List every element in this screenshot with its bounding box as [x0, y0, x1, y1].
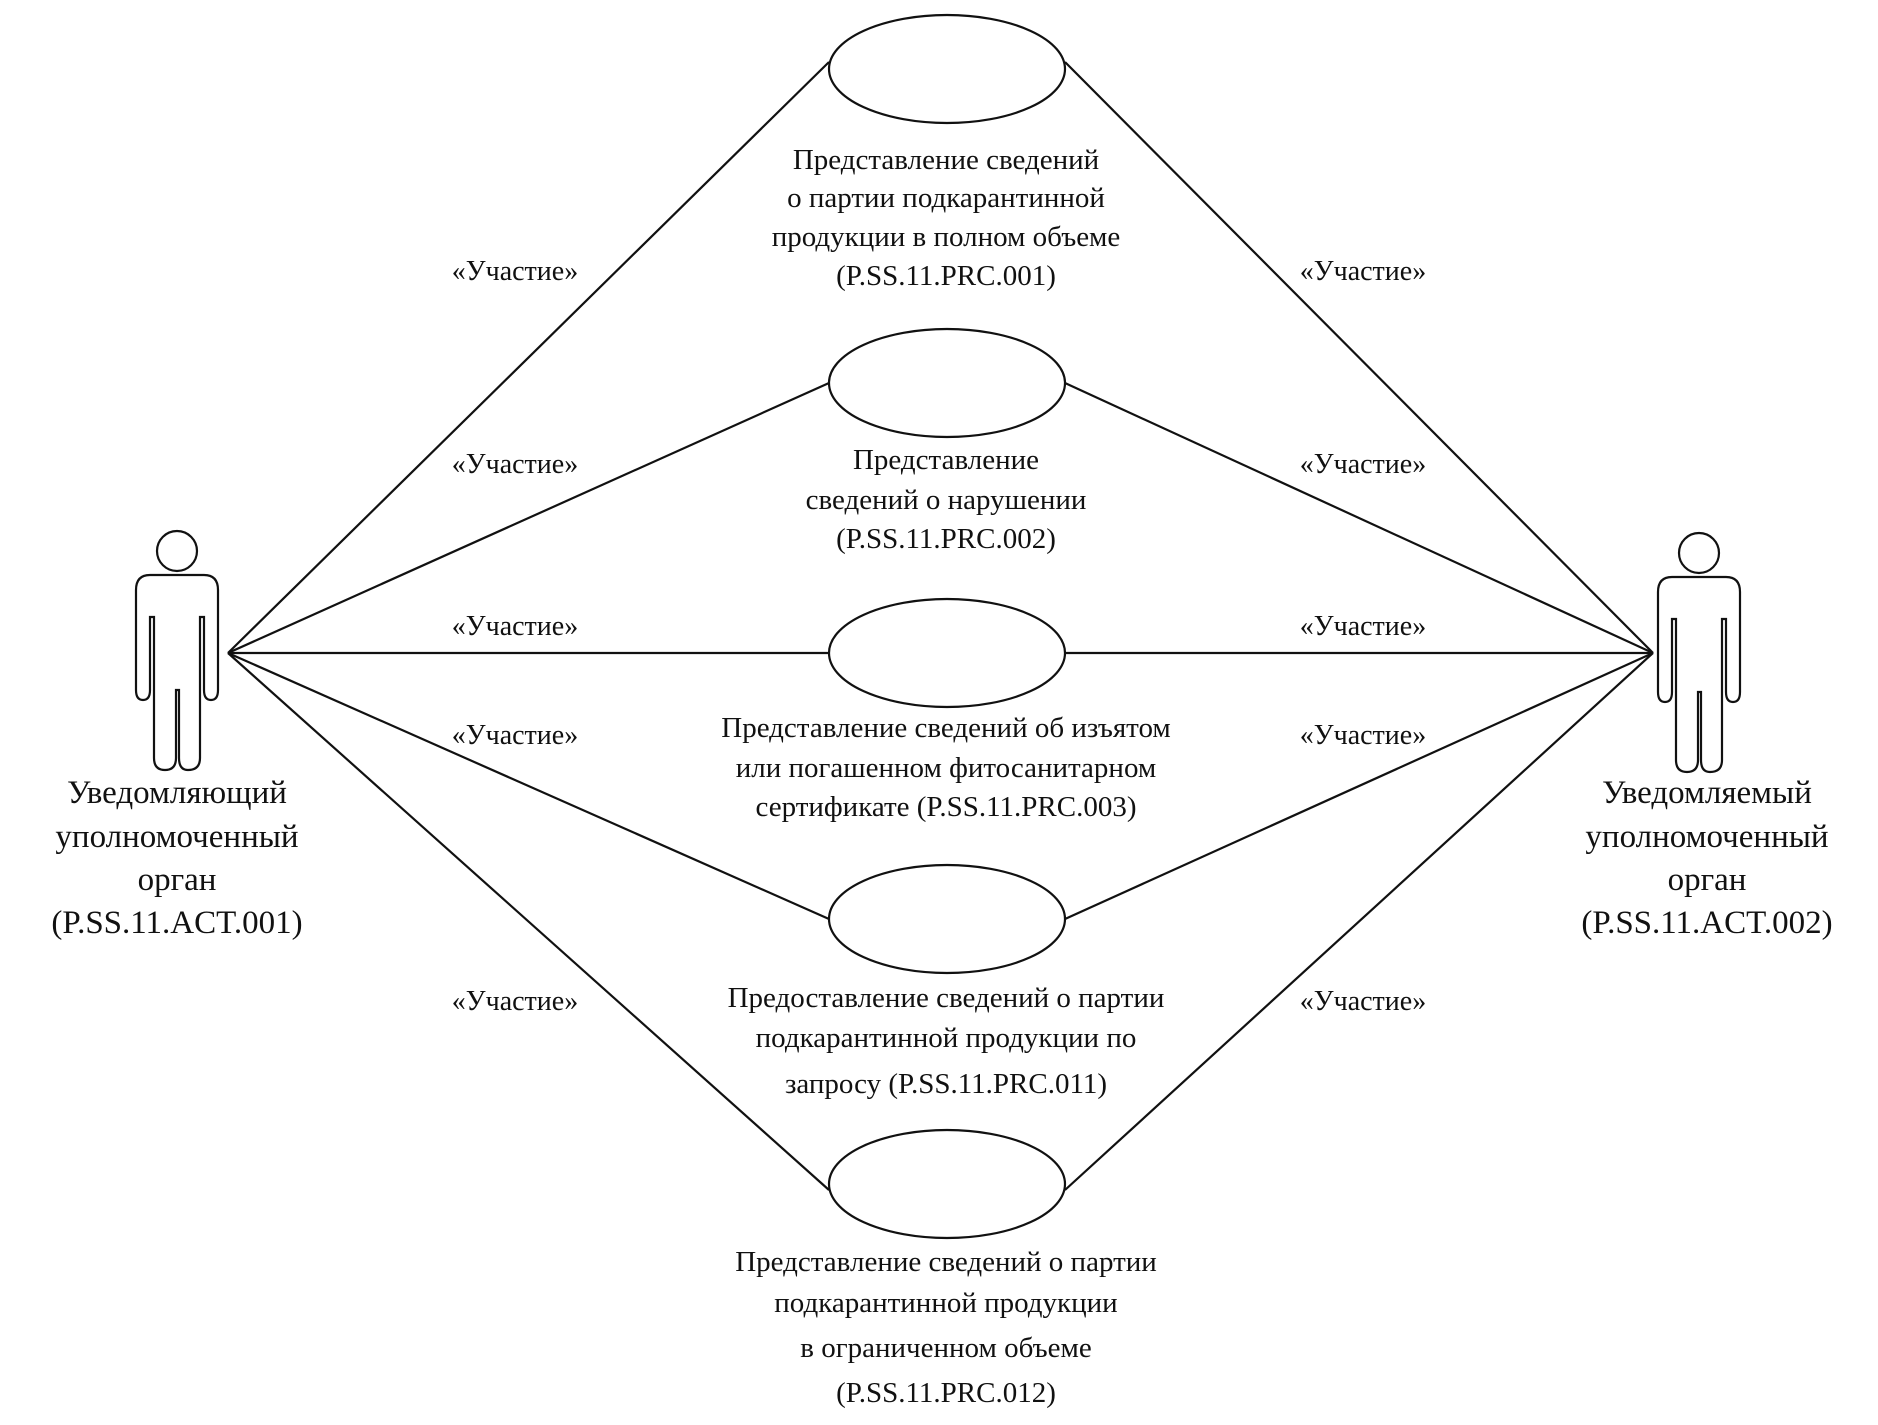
use-case-4-line: запросу (P.SS.11.PRC.011) [785, 1068, 1107, 1100]
use-case-3-line: Представление сведений об изъятом [721, 712, 1171, 744]
use-case-labels: Представление сведений о партии подкаран… [721, 144, 1171, 1409]
actor-right-line: Уведомляемый [1602, 775, 1812, 811]
use-case-2-line: сведений о нарушении [806, 484, 1087, 516]
actor-icon-right[interactable] [1656, 531, 1742, 774]
use-case-ellipse-1[interactable] [827, 13, 1067, 125]
use-case-1-line: продукции в полном объеме [772, 221, 1121, 253]
actor-left-line: орган [138, 862, 217, 898]
association-label: «Участие» [1300, 256, 1426, 287]
use-case-5-line: Представление сведений о партии [735, 1246, 1157, 1278]
associations-right [1064, 61, 1654, 1191]
use-case-1-line: о партии подкарантинной [787, 182, 1105, 214]
use-case-ellipse-4[interactable] [827, 863, 1067, 975]
actor-labels: Уведомляющий уполномоченный орган (P.SS.… [51, 775, 1832, 941]
use-case-2-line: Представление [853, 444, 1039, 476]
association-label: «Участие» [452, 256, 578, 287]
actor-left-line: Уведомляющий [67, 775, 287, 811]
use-case-5-line: подкарантинной продукции [774, 1287, 1117, 1319]
association-labels: «Участие» «Участие» «Участие» «Участие» … [452, 256, 1426, 1017]
association-label: «Участие» [1300, 611, 1426, 642]
actor-icon-left[interactable] [134, 529, 220, 772]
association-line [227, 381, 830, 655]
actor-left-line: (P.SS.11.ACT.001) [51, 905, 302, 941]
use-case-1-line: (P.SS.11.PRC.001) [836, 260, 1056, 292]
use-case-ellipse-2[interactable] [827, 327, 1067, 439]
use-case-5-line: (P.SS.11.PRC.012) [836, 1377, 1056, 1409]
use-case-4-line: подкарантинной продукции по [756, 1022, 1137, 1054]
use-case-2-line: (P.SS.11.PRC.002) [836, 523, 1056, 555]
use-case-5-line: в ограниченном объеме [800, 1332, 1091, 1364]
use-case-ellipse-3[interactable] [827, 597, 1067, 709]
association-label: «Участие» [452, 449, 578, 480]
association-line [227, 651, 830, 921]
association-line [1064, 61, 1654, 654]
association-label: «Участие» [1300, 986, 1426, 1017]
association-label: «Участие» [452, 720, 578, 751]
actor-right-line: (P.SS.11.ACT.002) [1581, 905, 1832, 941]
associations-left [227, 61, 830, 1191]
association-label: «Участие» [452, 611, 578, 642]
use-case-ellipse-5[interactable] [827, 1128, 1067, 1240]
use-case-4-line: Предоставление сведений о партии [728, 982, 1165, 1014]
association-label: «Участие» [1300, 449, 1426, 480]
association-label: «Участие» [1300, 720, 1426, 751]
actor-right-line: орган [1668, 862, 1747, 898]
use-case-1-line: Представление сведений [793, 144, 1099, 176]
association-line [1064, 652, 1654, 1191]
actor-left-line: уполномоченный [55, 819, 298, 855]
actor-right-line: уполномоченный [1585, 819, 1828, 855]
association-line [227, 61, 830, 654]
use-case-3-line: сертификате (P.SS.11.PRC.003) [755, 791, 1136, 823]
association-line [1064, 651, 1654, 921]
association-line [1064, 382, 1654, 654]
association-label: «Участие» [452, 986, 578, 1017]
association-line [227, 652, 830, 1191]
use-case-3-line: или погашенном фитосанитарном [736, 752, 1157, 784]
